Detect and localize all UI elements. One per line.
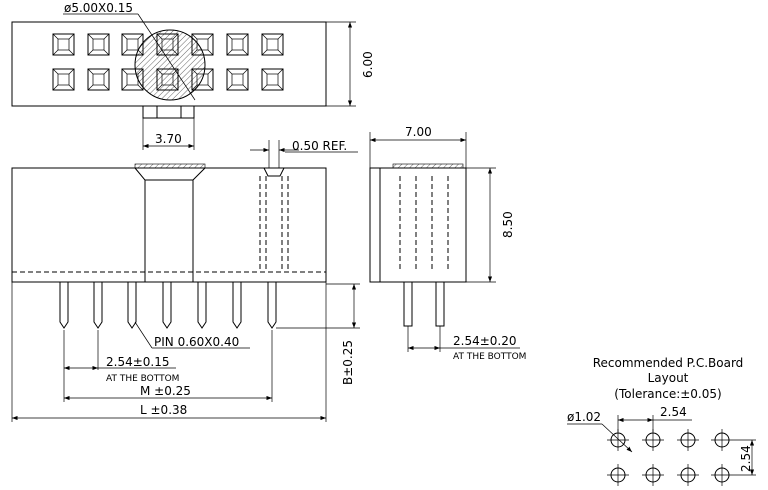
pcb-hole bbox=[711, 464, 733, 486]
pcb-title: Recommended P.C.Board bbox=[593, 356, 744, 370]
pcb-hole bbox=[642, 464, 664, 486]
pcb-hole bbox=[607, 464, 629, 486]
pin-size-label: PIN 0.60X0.40 bbox=[154, 335, 239, 349]
m-dimension-label: M ±0.25 bbox=[140, 384, 191, 398]
side-width-label: 7.00 bbox=[405, 125, 432, 139]
pcb-v-pitch-label: 2.54 bbox=[739, 445, 753, 472]
side-pitch-note: AT THE BOTTOM bbox=[453, 352, 526, 362]
socket-square bbox=[226, 33, 249, 56]
side-height-label: 8.50 bbox=[501, 211, 515, 238]
pin bbox=[232, 282, 242, 329]
socket-square bbox=[87, 68, 110, 91]
pcb-h-pitch-label: 2.54 bbox=[660, 405, 687, 419]
pitch-note: AT THE BOTTOM bbox=[106, 374, 179, 384]
hatched-circle bbox=[134, 29, 206, 101]
ref-label: 0.50 REF. bbox=[292, 139, 347, 153]
pin bbox=[59, 282, 69, 329]
front-view: 0.50 REF. PIN 0.60X0.40 2.54±0.15 AT THE… bbox=[11, 139, 360, 422]
diameter-label: ø5.00X0.15 bbox=[64, 1, 133, 15]
pcb-layout: Recommended P.C.Board Layout (Tolerance:… bbox=[567, 356, 756, 486]
side-view: 7.00 8.50 2.54±0.20 AT THE BOTTOM bbox=[369, 125, 526, 362]
pin bbox=[93, 282, 103, 329]
pin bbox=[162, 282, 172, 329]
top-view: ø5.00X0.15 3.70 6.00 bbox=[11, 1, 375, 150]
pitch-label: 2.54±0.15 bbox=[106, 355, 170, 369]
socket-square bbox=[226, 68, 249, 91]
hole-diameter-label: ø1.02 bbox=[567, 410, 601, 424]
pin bbox=[197, 282, 207, 329]
pcb-hole bbox=[711, 429, 733, 451]
tab-width-label: 3.70 bbox=[155, 132, 182, 146]
height-label: 6.00 bbox=[361, 51, 375, 78]
pcb-tolerance: (Tolerance:±0.05) bbox=[614, 387, 721, 401]
socket-square bbox=[52, 33, 75, 56]
pin bbox=[127, 282, 137, 329]
pcb-hole bbox=[642, 429, 664, 451]
side-pitch-label: 2.54±0.20 bbox=[453, 334, 517, 348]
socket-square bbox=[52, 68, 75, 91]
pcb-subtitle: Layout bbox=[648, 371, 689, 385]
l-dimension-label: L ±0.38 bbox=[140, 403, 187, 417]
pin bbox=[267, 282, 277, 329]
socket-square bbox=[87, 33, 110, 56]
pcb-hole bbox=[607, 429, 629, 451]
b-dimension-label: B±0.25 bbox=[341, 340, 355, 385]
socket-square bbox=[261, 68, 284, 91]
pcb-hole bbox=[677, 464, 699, 486]
socket-square bbox=[261, 33, 284, 56]
pcb-hole bbox=[677, 429, 699, 451]
